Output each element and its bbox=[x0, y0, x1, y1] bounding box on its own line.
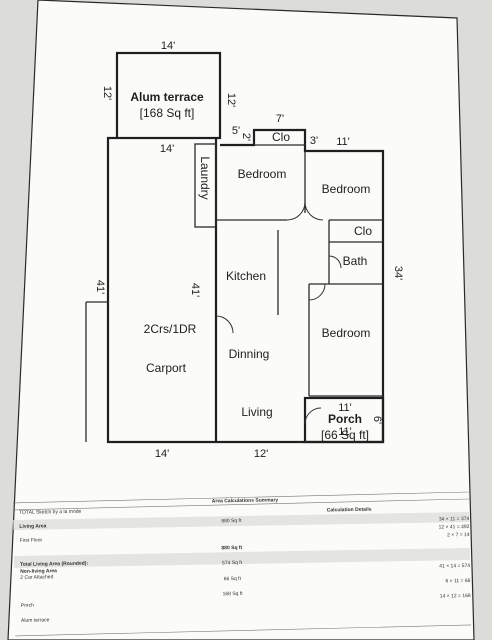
row1-calc-2: 12 × 41 = 492 bbox=[439, 524, 470, 531]
closet-2-label: Clo bbox=[354, 224, 372, 238]
dim-closet-top: 7' bbox=[276, 113, 284, 125]
row3-sub: 2 Car Attached bbox=[20, 574, 53, 581]
carport-count-label: 2Crs/1DR bbox=[144, 322, 197, 336]
table-title: Area Calculations Summary bbox=[212, 497, 279, 504]
row1-calc-1: 34 × 11 = 374 bbox=[439, 516, 470, 523]
dim-right-top: 11' bbox=[336, 136, 350, 148]
dim-right-side: 34' bbox=[392, 266, 404, 280]
carport-door-arc bbox=[215, 315, 234, 334]
laundry-label: Laundry bbox=[198, 156, 212, 199]
carport-label: Carport bbox=[146, 361, 187, 375]
dimension-labels: 14' 12' 12' 14' 5' 2' 7' 3' 11' 34' 41' … bbox=[94, 40, 404, 460]
dim-left-inner: 41' bbox=[189, 283, 201, 297]
dim-bottom-left: 14' bbox=[155, 448, 169, 460]
alum-terrace-area: [168 Sq ft] bbox=[140, 106, 195, 120]
terrace-outline bbox=[115, 51, 222, 140]
drawing-frame bbox=[7, 0, 475, 640]
table-band-2 bbox=[13, 547, 471, 568]
house-left-wall bbox=[106, 136, 305, 444]
porch-area: [66 Sq ft] bbox=[321, 428, 369, 442]
porch-door-arc bbox=[304, 407, 322, 425]
dim-terrace-left: 12' bbox=[101, 86, 113, 100]
row1-calc-3: 2 × 7 = 14 bbox=[447, 532, 470, 538]
row2-value: 880 Sq ft bbox=[221, 545, 242, 551]
row5-value: 168 Sq ft bbox=[223, 591, 244, 597]
dim-closet-side: 3' bbox=[310, 135, 318, 147]
dim-terrace-right: 12' bbox=[225, 93, 237, 107]
row3-value: 574 Sq ft bbox=[222, 560, 243, 566]
house-top-right-wall bbox=[220, 128, 385, 444]
dim-porch-bottom: 11' bbox=[338, 426, 352, 438]
closet-1-label: Clo bbox=[272, 130, 290, 144]
bath-door-arc bbox=[328, 255, 342, 269]
row1-value: 880 Sq ft bbox=[221, 518, 242, 524]
dinning-label: Dinning bbox=[229, 347, 270, 361]
living-label: Living bbox=[241, 405, 272, 419]
dim-terrace-top: 14' bbox=[161, 40, 175, 52]
kitchen-label: Kitchen bbox=[226, 269, 266, 283]
row6-sub: Alum terrace bbox=[21, 617, 50, 623]
row3-calc-1: 41 × 14 = 574 bbox=[439, 563, 470, 570]
row4-calc-1: 6 × 11 = 66 bbox=[445, 578, 470, 584]
dim-porch-side: 6' bbox=[371, 416, 383, 424]
row4-value: 66 Sq ft bbox=[224, 576, 242, 582]
dim-small-5: 5' bbox=[232, 125, 240, 137]
alum-terrace-label: Alum terrace bbox=[130, 90, 204, 104]
room-labels: Alum terrace [168 Sq ft] Laundry Bedroom… bbox=[130, 90, 372, 442]
bedroom-1-label: Bedroom bbox=[238, 167, 287, 181]
table-band-1 bbox=[13, 511, 470, 530]
laundry-outline bbox=[194, 143, 217, 228]
table-header-line bbox=[13, 498, 469, 511]
row1-label: Living Area bbox=[19, 523, 46, 529]
table-top-border bbox=[12, 491, 469, 504]
row5-sub: Porch bbox=[21, 603, 34, 609]
table-col-calc: Calculation Details bbox=[327, 507, 372, 514]
bath-label: Bath bbox=[343, 254, 368, 268]
table-top-label: TOTAL Sketch by a la mode bbox=[19, 509, 81, 516]
row3-label: Non-living Area bbox=[20, 568, 57, 575]
dim-bottom-mid: 12' bbox=[254, 448, 268, 460]
bedroom-2-label: Bedroom bbox=[322, 182, 371, 196]
bedroom3-door-arc bbox=[308, 283, 326, 301]
row5-calc-1: 14 × 12 = 168 bbox=[440, 593, 471, 600]
dim-left-outer: 41' bbox=[94, 280, 106, 294]
table-bottom-border bbox=[15, 624, 472, 637]
bedroom-3-label: Bedroom bbox=[322, 326, 371, 340]
row1-sub: First Floor bbox=[20, 537, 43, 543]
dim-small-2: 2' bbox=[240, 133, 252, 141]
dim-terrace-bottom: 14' bbox=[160, 143, 174, 155]
floor-plan bbox=[85, 51, 385, 444]
dim-porch-top: 11' bbox=[338, 402, 352, 414]
area-summary-table: TOTAL Sketch by a la mode Area Calculati… bbox=[12, 491, 472, 637]
bedroom2-door-arc bbox=[304, 201, 324, 221]
porch-label: Porch bbox=[328, 412, 362, 426]
row2-label: Total Living Area (Rounded): bbox=[20, 561, 88, 568]
